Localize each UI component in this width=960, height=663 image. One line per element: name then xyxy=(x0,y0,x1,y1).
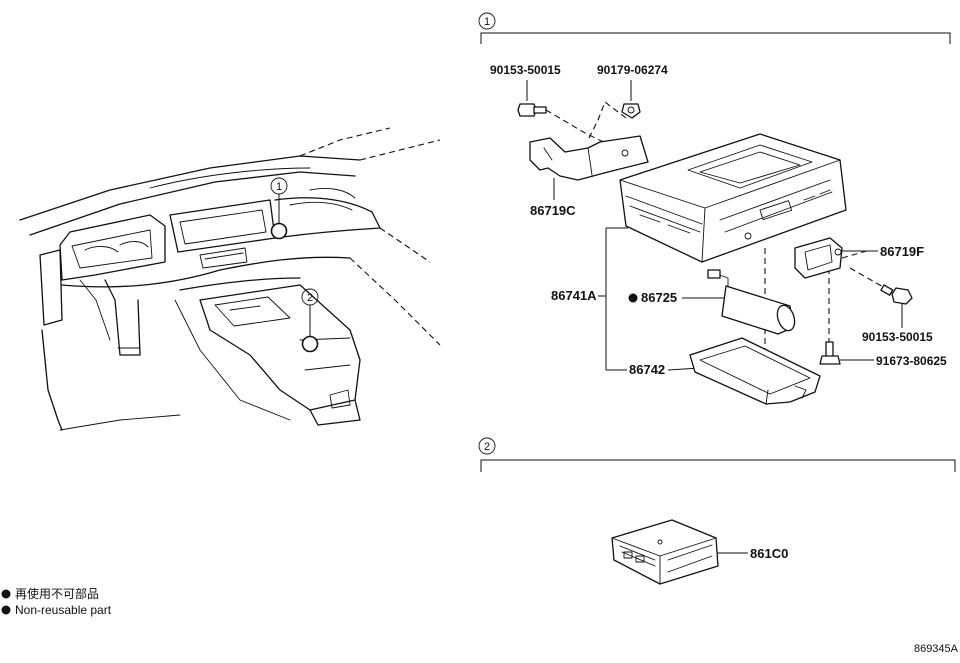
car-callout-1-number: 1 xyxy=(276,181,282,193)
part-number-86741a: 86741A xyxy=(551,288,597,303)
part-number-90179-06274: 90179-06274 xyxy=(597,63,668,77)
ecu-86741a xyxy=(619,133,847,263)
bolt-90153-top: 90153-50015 xyxy=(490,63,561,117)
cover-86742: 86742 xyxy=(606,337,821,405)
non-reusable-marker xyxy=(628,293,638,303)
legend-japanese: 再使用不可部品 xyxy=(15,586,99,601)
part-number-86719c: 86719C xyxy=(530,203,576,218)
assembly-line-nut xyxy=(587,101,627,141)
battery-86725: 86725 xyxy=(628,269,796,335)
part-number-86719f: 86719F xyxy=(880,244,924,259)
ecu-861c0: 861C0 xyxy=(611,519,788,585)
document-id: 869345A xyxy=(914,643,959,655)
legend-bullet-english xyxy=(1,605,11,615)
car-callout-1: 1 xyxy=(270,177,288,240)
part-number-86725: 86725 xyxy=(641,290,677,305)
location-marker-2 xyxy=(301,335,319,353)
bracket-86719c: 86719C xyxy=(529,135,649,218)
part-number-86742: 86742 xyxy=(629,362,665,377)
part-number-91673-80625: 91673-80625 xyxy=(876,354,947,368)
legend-bullet-japanese xyxy=(1,589,11,599)
section-1-header: 1 xyxy=(478,12,951,44)
nut-90179: 90179-06274 xyxy=(597,63,668,119)
section-2-header: 2 xyxy=(478,437,956,472)
bracket-86719f: 86719F xyxy=(794,237,924,279)
car-callout-2-number: 2 xyxy=(307,292,313,304)
car-callout-2: 2 xyxy=(301,288,319,353)
bolt-90153-right: 90153-50015 xyxy=(862,284,933,344)
location-marker-1 xyxy=(270,222,288,240)
part-number-90153-50015-top: 90153-50015 xyxy=(490,63,561,77)
legend: 再使用不可部品 Non-reusable part xyxy=(1,586,112,617)
dashboard-illustration xyxy=(19,127,441,431)
part-number-90153-50015-right: 90153-50015 xyxy=(862,330,933,344)
section-1-number: 1 xyxy=(484,16,490,28)
legend-english: Non-reusable part xyxy=(15,603,112,617)
bolt-91673: 91673-80625 xyxy=(819,341,947,368)
section-2-number: 2 xyxy=(484,441,490,453)
part-number-861c0: 861C0 xyxy=(750,546,788,561)
